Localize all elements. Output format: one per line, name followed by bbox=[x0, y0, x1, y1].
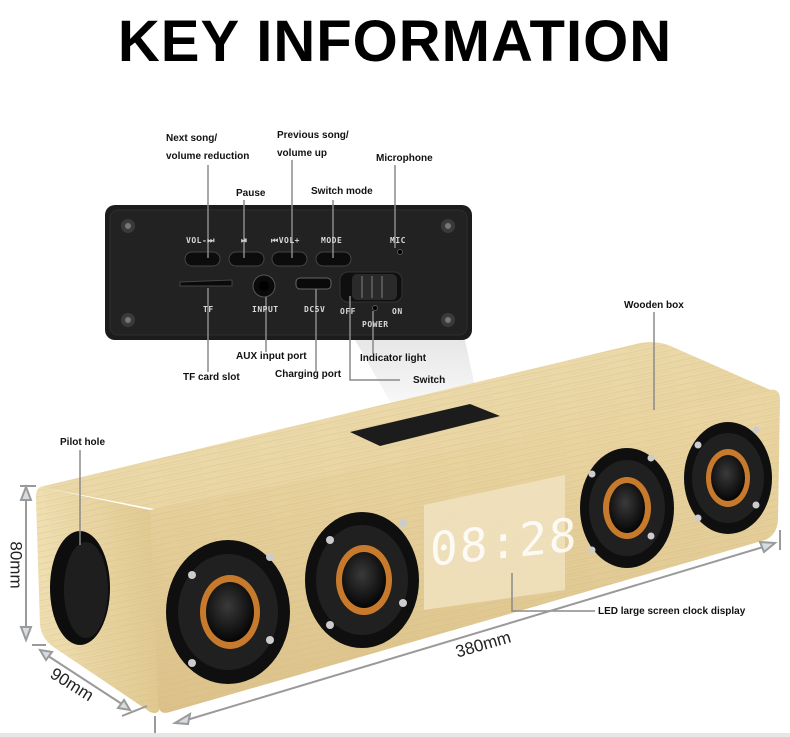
power-text: POWER bbox=[362, 320, 389, 329]
vol-up-prev-button bbox=[271, 251, 308, 267]
callout-wooden-box: Wooden box bbox=[624, 300, 684, 311]
led-display-panel bbox=[424, 475, 565, 610]
tf-slot bbox=[179, 279, 233, 287]
dc5v-text: DC5V bbox=[304, 305, 326, 314]
callout-pause: Pause bbox=[236, 188, 266, 199]
callout-led-display: LED large screen clock display bbox=[598, 606, 746, 617]
callout-next-song-2: volume reduction bbox=[166, 151, 250, 162]
aux-jack bbox=[259, 281, 269, 291]
callout-prev-song-2: volume up bbox=[277, 148, 328, 159]
callout-microphone: Microphone bbox=[376, 153, 433, 164]
mic-hole bbox=[397, 249, 403, 255]
mic-text: MIC bbox=[390, 236, 406, 245]
btn-vol-down-text: VOL-⏭ bbox=[186, 236, 215, 245]
pause-button bbox=[228, 251, 265, 267]
callout-aux-input: AUX input port bbox=[236, 351, 307, 362]
speaker-2 bbox=[305, 512, 419, 648]
btn-vol-up-text: ⏮VOL+ bbox=[271, 236, 300, 245]
page-title: KEY INFORMATION bbox=[117, 9, 673, 74]
mini-control-panel bbox=[350, 404, 500, 446]
speaker-1 bbox=[166, 540, 290, 684]
control-panel bbox=[105, 205, 472, 340]
callout-indicator: Indicator light bbox=[360, 353, 427, 364]
off-text: OFF bbox=[340, 307, 356, 316]
speaker-3 bbox=[580, 448, 674, 568]
callout-prev-song-1: Previous song/ bbox=[277, 130, 349, 141]
speaker-4 bbox=[684, 422, 772, 534]
leader-lines bbox=[79, 160, 655, 612]
btn-pause-text: ⏯ bbox=[241, 236, 248, 245]
tf-text: TF bbox=[203, 305, 214, 314]
dimension-arrows bbox=[19, 484, 781, 737]
callout-switch: Switch bbox=[413, 375, 446, 386]
callout-switch-mode: Switch mode bbox=[311, 186, 373, 197]
indicator-light bbox=[372, 305, 378, 311]
callout-tf-card: TF card slot bbox=[183, 372, 240, 383]
on-text: ON bbox=[392, 307, 403, 316]
callout-next-song-1: Next song/ bbox=[166, 133, 218, 144]
callout-charging: Charging port bbox=[275, 369, 342, 380]
callout-pilot-hole: Pilot hole bbox=[60, 437, 105, 448]
footer-band bbox=[0, 733, 790, 737]
power-switch bbox=[352, 274, 397, 300]
input-text: INPUT bbox=[252, 305, 279, 314]
dimension-height: 80mm bbox=[6, 541, 26, 589]
usb-port bbox=[295, 277, 332, 290]
btn-mode-text: MODE bbox=[321, 236, 343, 245]
vol-down-next-button bbox=[184, 251, 221, 267]
